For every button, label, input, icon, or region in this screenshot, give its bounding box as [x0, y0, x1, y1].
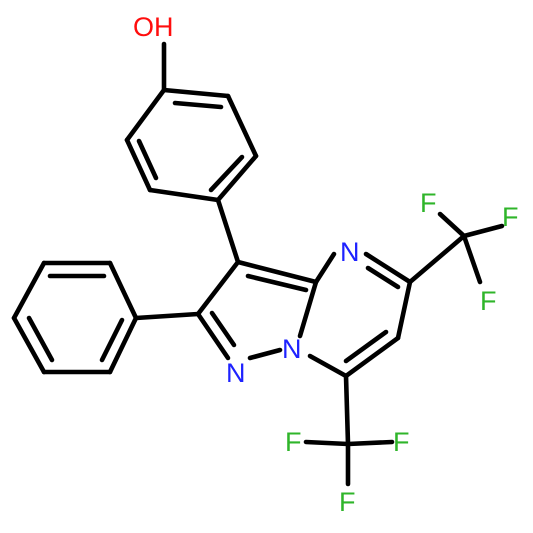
bond-cf3b-f5: [345, 439, 395, 447]
fluorine-label-4: F: [285, 427, 302, 457]
bond-phenol-inner-1: [172, 100, 224, 110]
bond-c3-c2: [195, 259, 241, 317]
bond-n4-c5-double-inner: [365, 265, 401, 290]
bond-phenyl-6: [107, 315, 139, 375]
bond-phenol-c3: [215, 197, 241, 265]
bond-phenol-5: [124, 137, 153, 193]
bond-c3a-n4: [313, 251, 337, 285]
bond-n1-n: [247, 347, 283, 361]
bond-phenyl-inner-3: [99, 317, 125, 363]
bonds: [11, 41, 505, 487]
hydroxyl-label: OH: [133, 12, 174, 42]
fluorine-label-6: F: [339, 487, 356, 517]
bond-c3-c3a-double-inner: [245, 273, 309, 293]
nitrogen-pyrimidine-label: N: [340, 237, 360, 267]
bond-phenol-3: [215, 153, 259, 203]
bond-phenyl-inner-2: [26, 315, 55, 363]
fluorine-label-3: F: [480, 286, 497, 316]
atom-labels: OH N N N F F F F F F: [133, 12, 519, 517]
bond-c3a-nbridge: [297, 279, 319, 339]
bond-cf3-f2: [461, 223, 505, 239]
bond-c5-cf3: [407, 233, 467, 285]
bond-c3-c3a-double-outer: [235, 259, 319, 285]
bond-c2-n1-double-outer: [195, 311, 231, 361]
bond-c2-n1-double-inner: [209, 310, 237, 348]
bond-c7-nbridge: [307, 353, 349, 379]
bond-cf3-f1: [437, 211, 467, 239]
bond-phenol-2: [225, 93, 259, 159]
bond-c5-c6: [395, 279, 413, 341]
bond-phenol-4: [147, 187, 221, 203]
fluorine-label-5: F: [393, 427, 410, 457]
bond-cf3-f3: [461, 233, 483, 285]
bond-c7-cf3: [343, 373, 351, 447]
nitrogen-bridge-label: N: [282, 334, 302, 364]
bond-phenol-inner-3: [136, 138, 159, 181]
bond-phenyl-4: [11, 315, 47, 375]
bond-c6-c7-double-inner: [343, 329, 389, 364]
bond-phenyl-1: [107, 260, 139, 321]
fluorine-label-1: F: [420, 188, 437, 218]
bond-phenol-1: [161, 87, 231, 99]
bond-phenol-inner-2: [208, 154, 245, 193]
bond-n4-c5-double-outer: [363, 251, 413, 285]
bond-cf3b-f4: [303, 439, 351, 447]
fluorine-label-2: F: [502, 202, 519, 232]
bond-c6-c7-double-outer: [343, 335, 401, 379]
bond-phenyl-3: [11, 260, 47, 321]
bond-phenol-6: [124, 87, 167, 143]
nitrogen-pyrazole-label: N: [226, 358, 246, 388]
bond-c2-phenyl: [133, 311, 201, 321]
